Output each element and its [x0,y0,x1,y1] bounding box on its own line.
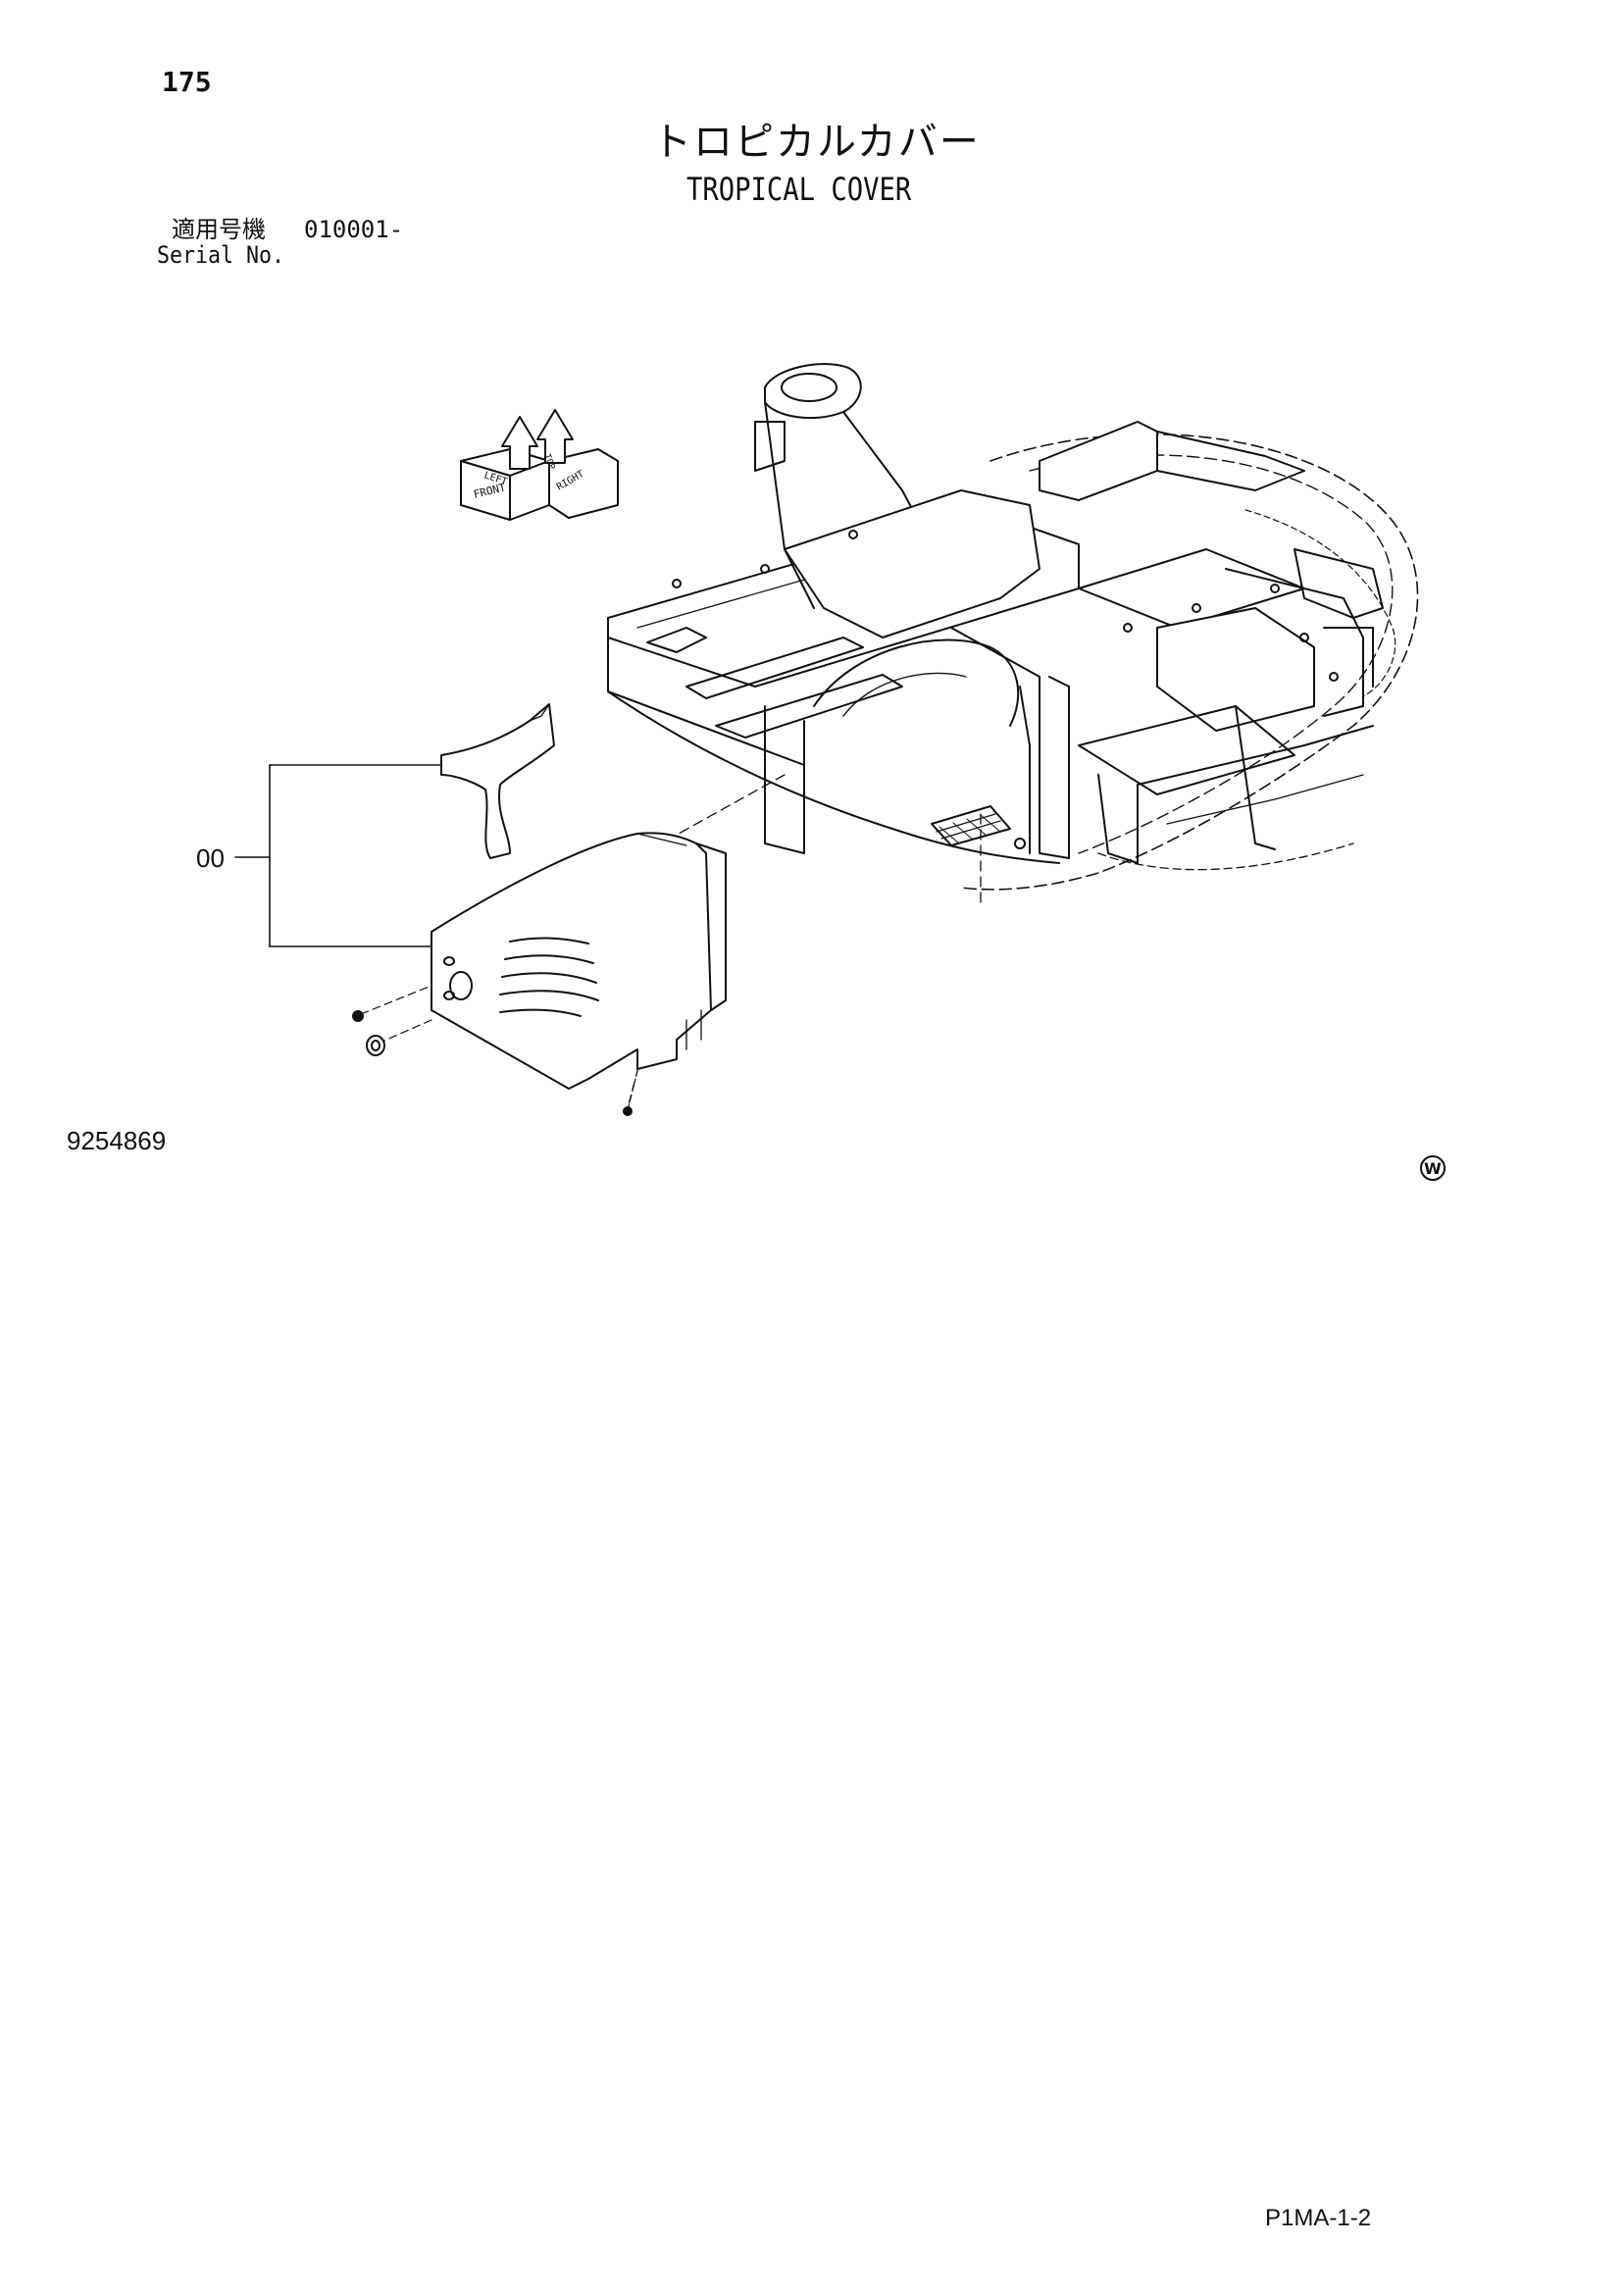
upper-frame [607,363,1419,891]
reference-code: P1MA-1-2 [1265,2205,1372,2231]
orientation-badge: FRONT LEFT RIGHT TOP [460,409,619,521]
fasteners [352,985,636,1116]
serial-label-english: Serial No. [157,241,285,269]
serial-range: 010001- [304,216,404,243]
serial-label-japanese: 適用号機 [172,216,266,243]
title-english: TROPICAL COVER [686,171,912,208]
title-japanese: トロピカルカバー [652,120,981,165]
callout-bracket [234,764,442,947]
tropical-cover-upper [440,703,555,859]
w-mark: W [1420,1155,1446,1181]
callout-label: 00 [196,843,225,873]
page-number: 175 [162,66,212,98]
figure-number: 9254869 [67,1126,167,1155]
tropical-cover-main [431,832,727,1090]
